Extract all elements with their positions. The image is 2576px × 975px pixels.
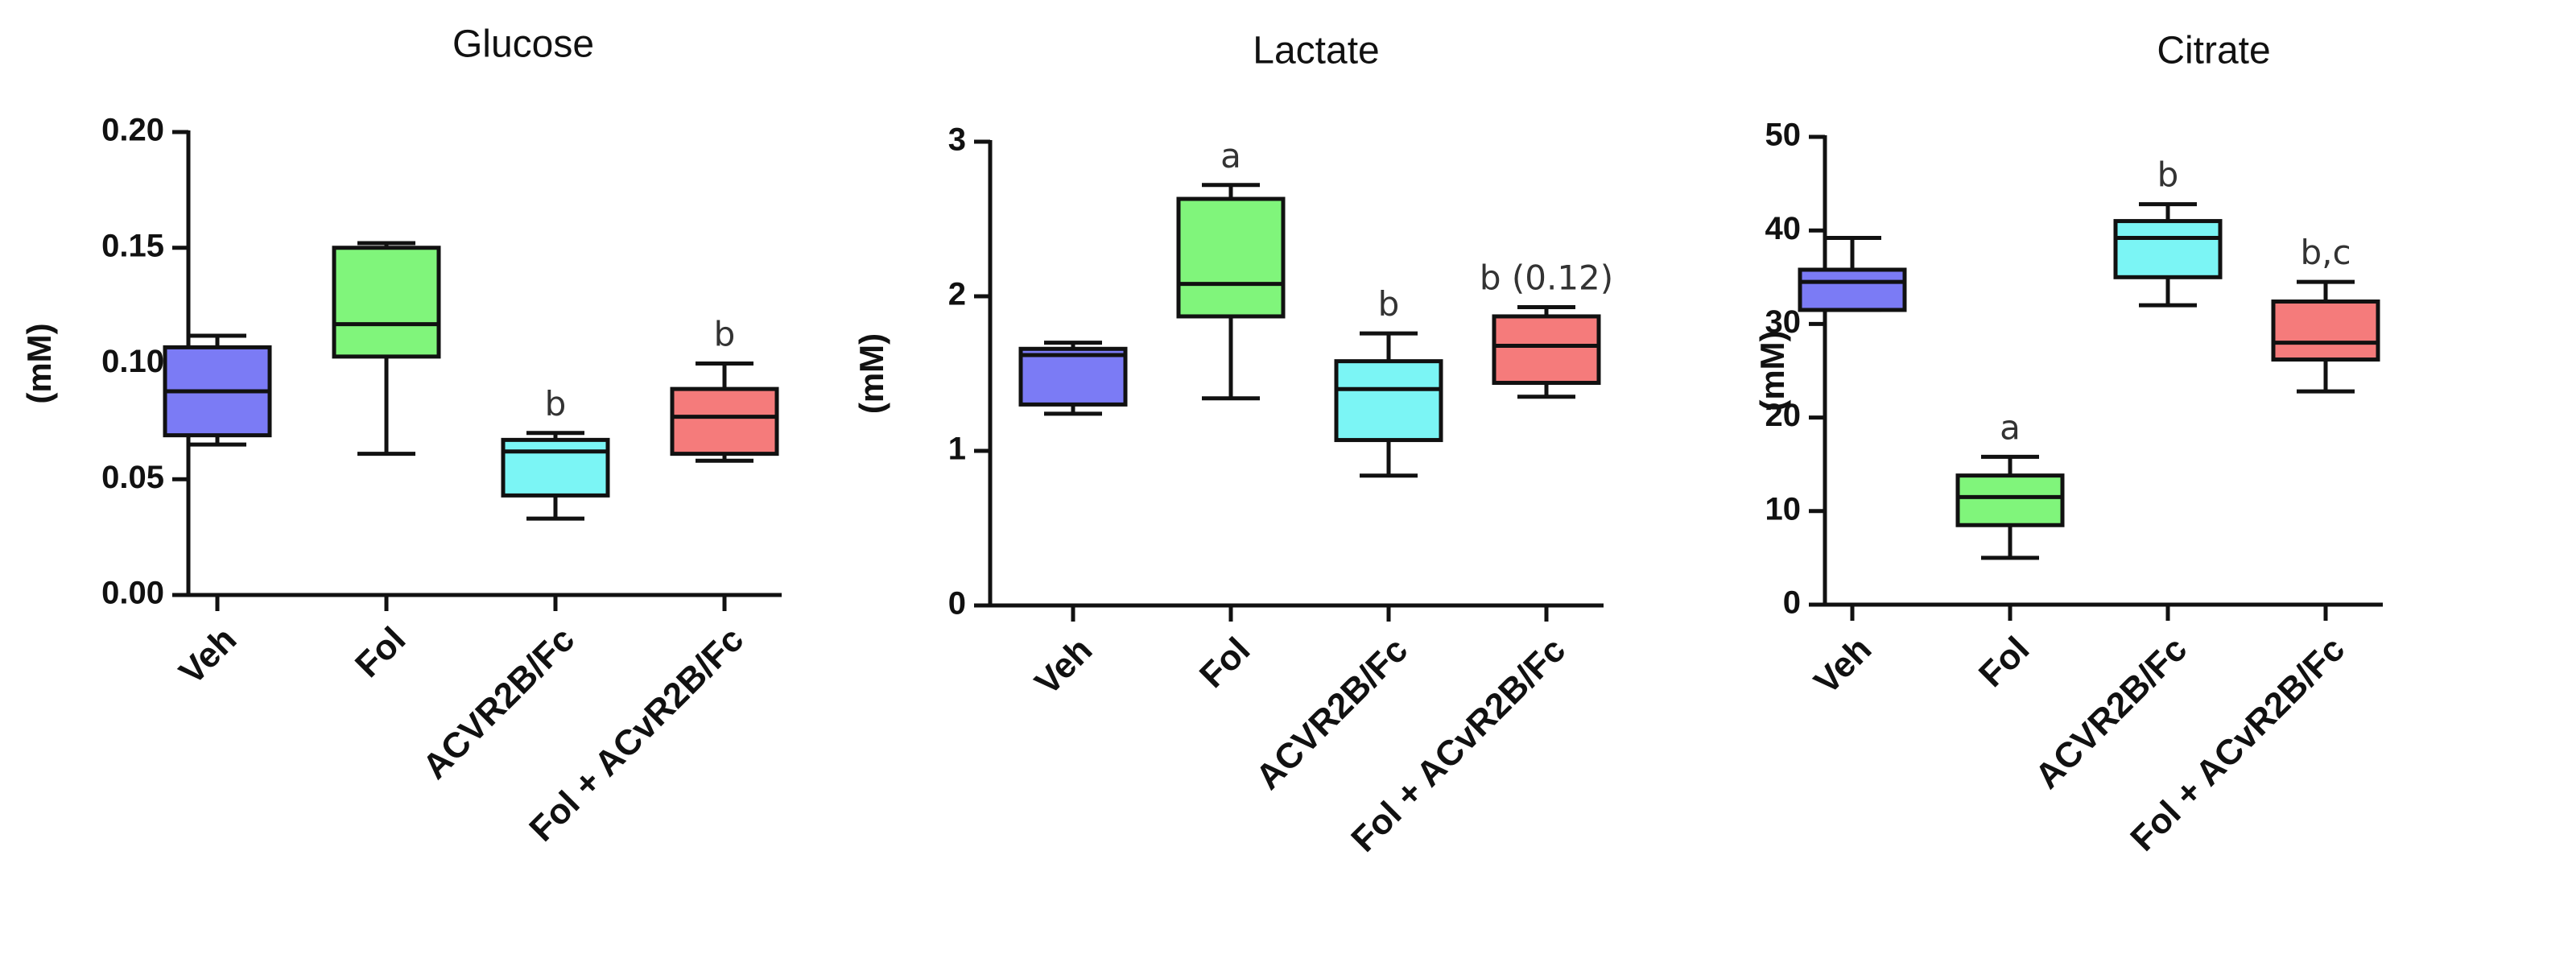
panel-1-box-fol-acvr2b-fc — [670, 386, 779, 457]
panel-3-y-tick-label: 30 — [1765, 304, 1802, 340]
panel-3-category-label: Veh — [1806, 630, 1879, 702]
panel-3-box-fol — [1955, 473, 2065, 527]
panel-1-y-tick-label: 0.05 — [101, 460, 164, 495]
panel-1-box-fol — [332, 246, 441, 359]
panel-3-y-axis-label: (mM) — [1753, 330, 1791, 411]
panel-3-title: Citrate — [2157, 30, 2270, 72]
panel-1-box-acvr2b-fc — [501, 437, 610, 498]
panel-2-category-label: ACVR2B/Fc — [1249, 630, 1416, 798]
panel-1-significance-label: b — [545, 384, 567, 423]
panel-1-y-tick-label: 0.20 — [101, 113, 164, 148]
panel-1-y-tick-label: 0.15 — [101, 228, 164, 263]
panel-1-category-label: Fol — [348, 620, 413, 685]
panel-3-y-tick-label: 40 — [1765, 211, 1802, 246]
panel-3-box-veh — [1798, 267, 1907, 312]
panel-3-box-fol-acvr2b-fc — [2271, 300, 2380, 362]
panel-3-category-label: Fol — [1971, 630, 2037, 695]
panel-2-category-label: Fol — [1192, 630, 1257, 696]
panel-3-significance-label: a — [2000, 407, 2021, 447]
panel-3-y-tick-label: 10 — [1765, 491, 1802, 527]
panel-3-y-tick-label: 50 — [1765, 118, 1802, 153]
panel-2-box-fol — [1176, 196, 1286, 319]
panel-2-y-tick-label: 3 — [948, 122, 966, 158]
panel-2-significance-label: a — [1220, 136, 1241, 176]
panel-2-y-tick-label: 0 — [948, 586, 966, 622]
panel-2-y-tick-label: 2 — [948, 277, 966, 312]
panel-2-category-label: Veh — [1027, 630, 1100, 703]
panel-2-title: Lactate — [1253, 30, 1379, 72]
panel-2-box-acvr2b-fc — [1334, 359, 1443, 443]
panel-2-y-tick-label: 1 — [948, 432, 966, 467]
panel-1-title: Glucose — [452, 23, 594, 66]
panel-1-y-axis-label: (mM) — [20, 323, 58, 403]
panel-3-significance-label: b — [2157, 155, 2179, 195]
panel-3-y-tick-label: 20 — [1765, 398, 1802, 433]
panel-1-category-label: Veh — [171, 620, 244, 692]
panel-3-category-label: ACVR2B/Fc — [2028, 630, 2195, 797]
panel-3-y-tick-label: 0 — [1783, 585, 1801, 621]
panel-1-y-tick-label: 0.00 — [101, 576, 164, 611]
panel-2-significance-label: b (0.12) — [1480, 258, 1613, 297]
panel-2-box-veh — [1018, 346, 1128, 407]
panel-2-significance-label: b — [1378, 284, 1400, 324]
panel-2-y-axis-label: (mM) — [852, 333, 890, 414]
panel-3-significance-label: b,c — [2300, 233, 2351, 272]
panel-2-box-fol-acvr2b-fc — [1492, 314, 1601, 386]
panel-3-box-acvr2b-fc — [2113, 219, 2223, 279]
panel-1-y-tick-label: 0.10 — [101, 344, 164, 379]
panel-1-significance-label: b — [714, 315, 736, 354]
panel-1-category-label: ACVR2B/Fc — [415, 620, 583, 787]
